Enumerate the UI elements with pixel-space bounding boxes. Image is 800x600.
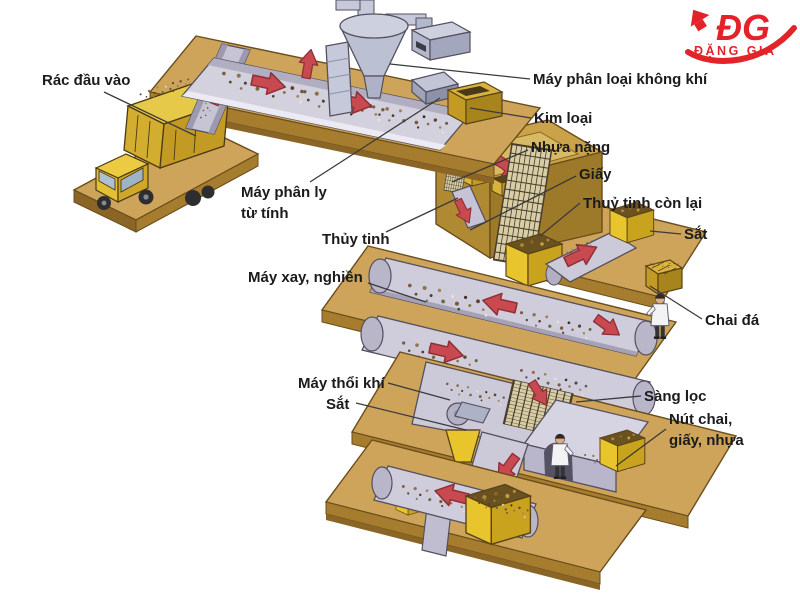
air-duct-column	[325, 41, 353, 117]
label-chai-da: Chai đá	[705, 312, 760, 329]
label-nut-chai-giay-nhua: Nút chai, giấy, nhựa	[669, 411, 744, 449]
label-may-phan-ly-tu-tinh: Máy phân ly từ tính	[241, 184, 327, 222]
logo-arrow-icon	[690, 9, 710, 32]
label-kim-loai: Kim loại	[534, 110, 593, 127]
cork-paper-plastic-bin	[599, 429, 646, 473]
label-nhua-nang: Nhựa nặng	[531, 139, 611, 156]
label-rac-dau-vao: Rác đầu vào	[42, 72, 131, 89]
label-may-thoi-khi: Máy thổi khí	[298, 375, 385, 392]
output-bin-large	[465, 483, 532, 545]
crusher-conveyor-lower	[360, 315, 656, 417]
label-sang-loc: Sàng lọc	[644, 388, 707, 405]
label-may-phan-loai-khong-khi: Máy phân loại không khí	[533, 71, 708, 88]
stone-bottle-basket	[644, 259, 684, 296]
cyclone-separator	[335, 0, 433, 99]
logo-swoosh	[685, 25, 797, 64]
iron-funnel	[445, 429, 481, 463]
label-may-xay-nghien: Máy xay, nghiền	[248, 269, 363, 286]
leader-lines	[103, 63, 703, 467]
metal-hopper	[446, 81, 504, 126]
logo-monogram: ĐG	[716, 7, 770, 48]
label-thuy-tinh: Thủy tinh	[322, 231, 390, 248]
dang-gia-logo: ĐG ĐẶNG GIA	[685, 7, 797, 64]
air-filter-box	[410, 21, 472, 62]
label-sat-trai: Sắt	[326, 396, 350, 413]
incline-conveyor	[544, 231, 638, 286]
logo-name: ĐẶNG GIA	[694, 43, 777, 58]
label-giay: Giấy	[579, 166, 612, 183]
label-sat-phai: Sắt	[684, 226, 708, 243]
label-thuy-tinh-con-lai: Thuỷ tinh còn lại	[583, 195, 703, 212]
